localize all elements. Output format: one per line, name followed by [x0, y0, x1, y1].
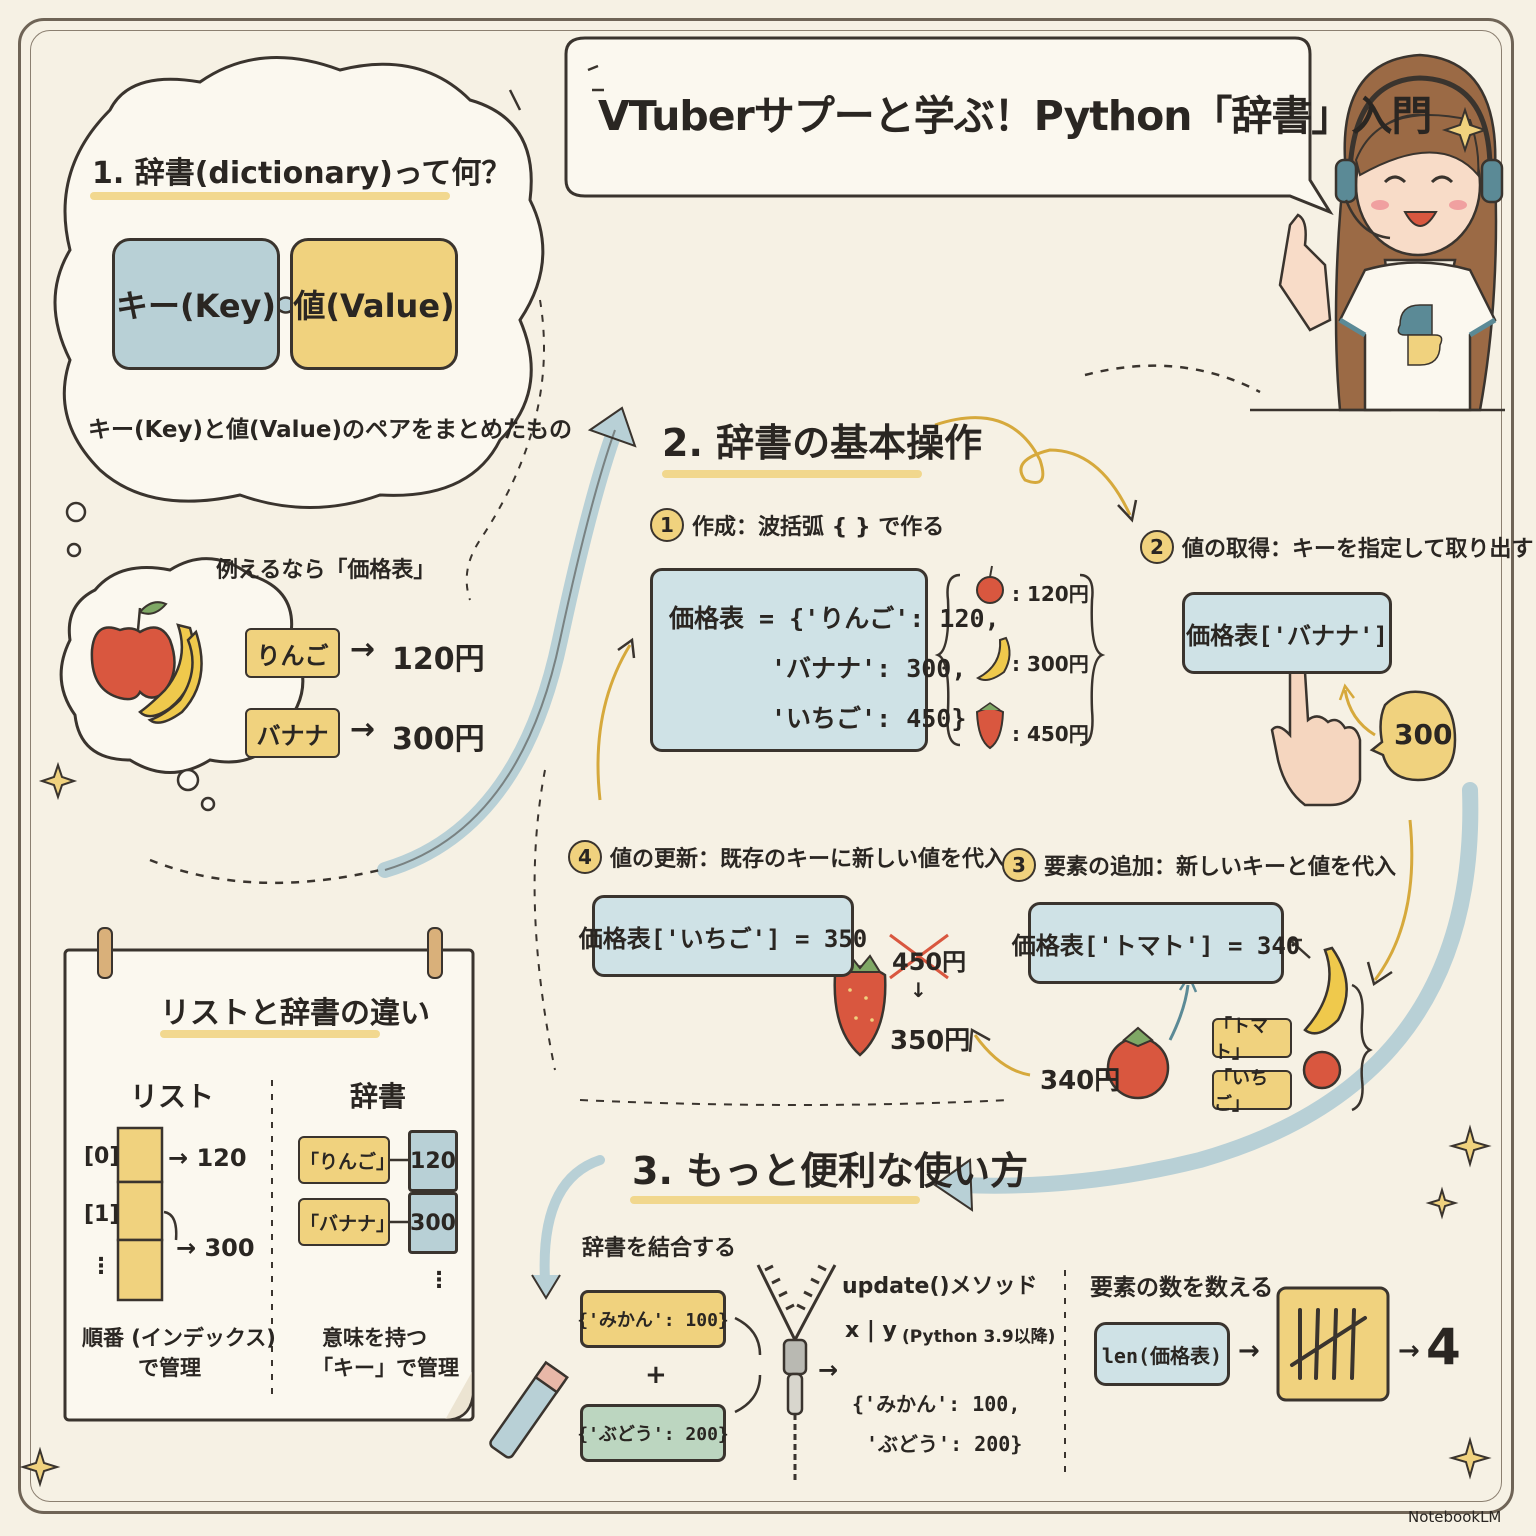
step4-label: 4 値の更新：既存のキーに新しい値を代入 [568, 840, 1006, 874]
strawberry-tag: 「いちご」 [1212, 1068, 1292, 1115]
plus-sign: + [645, 1360, 667, 1390]
count-result: 4 [1426, 1318, 1461, 1376]
apple-tag: りんご [245, 628, 340, 678]
section3-heading: 3. もっと便利な使い方 [632, 1149, 1029, 1193]
update-method: update()メソッド [842, 1274, 1038, 1299]
dict-title: 辞書 [350, 1080, 407, 1113]
legend-apple-price: : 120円 [1012, 582, 1089, 606]
step2-code-box: 価格表['バナナ'] [1182, 592, 1392, 674]
step2-label: 2 値の取得：キーを指定して取り出す [1140, 530, 1533, 564]
dict-caption-1: 意味を持つ [322, 1326, 427, 1350]
title-bubble [564, 36, 1334, 216]
outer-frame [18, 18, 1514, 1514]
result-bubble [1369, 690, 1457, 782]
code-line-3: 'いちご': 450} [771, 704, 967, 733]
legend-banana-price: : 300円 [1012, 652, 1089, 676]
list-title: リスト [130, 1080, 215, 1113]
value-pill: 値(Value) [290, 238, 458, 370]
zipper-illustration [756, 1264, 837, 1480]
list-caption-1: 順番 (インデックス) [82, 1326, 276, 1350]
step4-text: 値の更新：既存のキーに新しい値を代入 [610, 847, 1007, 872]
dict-key-banana: 「バナナ」 [298, 1198, 395, 1246]
watermark: NotebookLM [1408, 1508, 1502, 1526]
step1-number: 1 [650, 508, 684, 542]
banana-illustration [138, 623, 203, 724]
dict-b-box: {'ぶどう': 200} [577, 1404, 729, 1462]
pointing-hand-illustration [1270, 664, 1362, 807]
step3-label: 3 要素の追加：新しいキーと値を代入 [1002, 848, 1396, 882]
old-price: 450円 [892, 948, 967, 976]
merge-label: 辞書を結合する [582, 1236, 737, 1261]
new-price: 350円 [890, 1026, 971, 1056]
example-label: 例えるなら「価格表」 [216, 558, 436, 583]
list-index-0: [0] [84, 1144, 120, 1169]
len-arrow: → [1238, 1336, 1260, 1366]
step1-code-box: 価格表 = {'りんご': 120, 'バナナ': 300, 'いちご': 45… [650, 568, 1000, 752]
code-line-1: 価格表 = {'りんご': 120, [669, 604, 1000, 633]
key-pill: キー(Key) [112, 238, 280, 370]
step3-text: 要素の追加：新しいキーと値を代入 [1044, 855, 1397, 880]
tomato-tag: 「トマト」 [1212, 1016, 1292, 1063]
list-caption-2: で管理 [138, 1356, 201, 1380]
count-arrow: → [1398, 1336, 1420, 1366]
merged-line-1: {'みかん': 100, [852, 1392, 1021, 1416]
step2-text: 値の取得：キーを指定して取り出す [1182, 537, 1534, 562]
inner-frame [30, 30, 1502, 1502]
list-index-more: ⋮ [90, 1254, 112, 1279]
step1-label: 1 作成：波括弧 { } で作る [650, 508, 944, 542]
page-title: VTuberサプーと学ぶ！Python「辞書」入門 [598, 92, 1432, 140]
section1-heading: 1. 辞書(dictionary)って何？ [92, 156, 512, 191]
banana-price: 300円 [392, 722, 485, 757]
list-index-1: [1] [84, 1202, 120, 1227]
step3-code-box: 価格表['トマト'] = 340 [1012, 902, 1300, 984]
tomato-price: 340円 [1040, 1066, 1121, 1096]
banana-tag: バナナ [245, 708, 340, 758]
dict-value-0: 120 [408, 1130, 458, 1192]
step2-result: 300 [1394, 718, 1453, 751]
row-arrow: → [350, 712, 376, 747]
step1-text: 作成：波括弧 { } で作る [692, 515, 945, 540]
apple-price: 120円 [392, 642, 485, 677]
list-value-0: → 120 [168, 1144, 247, 1172]
apple-illustration [90, 601, 176, 701]
section1-caption: キー(Key)と値(Value)のペアをまとめたもの [88, 417, 572, 443]
dict-more: ⋮ [428, 1268, 450, 1293]
dict-caption-2: 「キー」で管理 [312, 1356, 459, 1380]
pencil-illustration [489, 1360, 569, 1459]
row-arrow: → [350, 632, 376, 667]
step3-number: 3 [1002, 848, 1036, 882]
vtuber-character-illustration [1250, 53, 1505, 412]
step4-number: 4 [568, 840, 602, 874]
pipe-operator: x | y [845, 1318, 897, 1343]
compare-heading: リストと辞書の違い [160, 996, 430, 1031]
dict-key-apple: 「りんご」 [298, 1136, 395, 1184]
dict-a-box: {'みかん': 100} [577, 1290, 729, 1348]
list-value-1: → 300 [176, 1234, 255, 1262]
tomato-illustration [1106, 1026, 1170, 1100]
merged-line-2: 'ぶどう': 200} [866, 1432, 1023, 1456]
step2-number: 2 [1140, 530, 1174, 564]
code-line-2: 'バナナ': 300, [771, 654, 967, 683]
merge-arrow: → [818, 1356, 839, 1384]
teal-arrow-2 [952, 782, 1479, 1194]
dict-value-1: 300 [408, 1192, 458, 1254]
count-label: 要素の数を数える [1090, 1275, 1274, 1301]
section2-heading: 2. 辞書の基本操作 [662, 421, 983, 465]
update-arrow: ↓ [910, 978, 927, 1002]
pipe-operator-note: (Python 3.9以降) [902, 1327, 1056, 1347]
len-code-box: len(価格表) [1094, 1322, 1230, 1386]
legend-strawberry-price: : 450円 [1012, 722, 1089, 746]
note-card [63, 948, 475, 1422]
step4-code-box: 価格表['いちご'] = 350 [579, 895, 867, 977]
